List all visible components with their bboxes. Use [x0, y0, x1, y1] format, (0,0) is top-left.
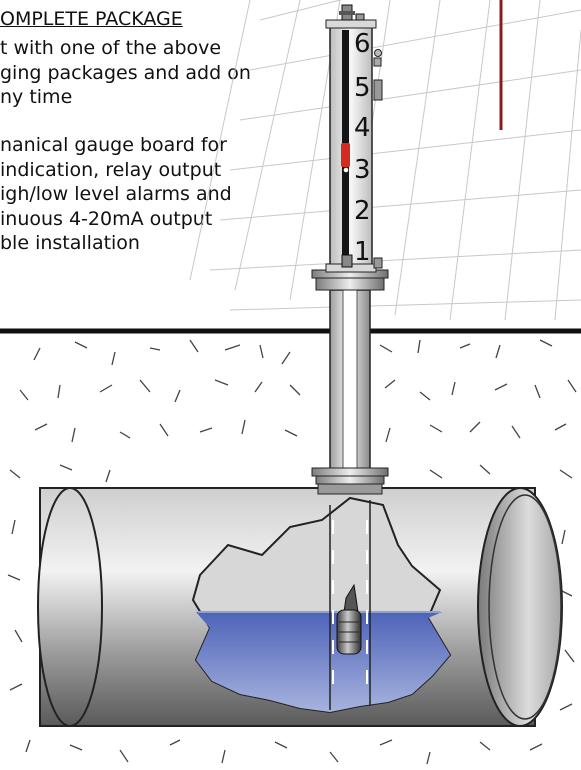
float — [336, 583, 362, 655]
text-line-3: ny time — [0, 86, 73, 108]
perspective-grid — [189, 0, 581, 321]
text-line-8: ble installation — [0, 232, 140, 254]
text-line-4: nanical gauge board for — [0, 134, 227, 156]
text-line-2: ging packages and add on — [0, 62, 251, 84]
gauge-scale-5: 5 — [354, 73, 371, 103]
gauge-scale-6: 6 — [354, 29, 371, 59]
gauge-scale-3: 3 — [354, 155, 371, 185]
gauge-board — [325, 4, 383, 273]
gauge-scale-1: 1 — [354, 237, 371, 267]
text-line-6: igh/low level alarms and — [0, 183, 232, 205]
gauge-scale-4: 4 — [354, 113, 371, 143]
gauge-scale-2: 2 — [354, 196, 371, 226]
heading-complete-package: OMPLETE PACKAGE — [0, 8, 183, 30]
stand-pipe — [311, 269, 389, 495]
text-line-5: indication, relay output — [0, 159, 222, 181]
text-line-7: inuous 4-20mA output — [0, 208, 213, 230]
tank-cutaway — [191, 496, 452, 714]
level-indicator — [341, 143, 350, 167]
tank — [37, 487, 563, 727]
text-line-1: t with one of the above — [0, 37, 222, 59]
